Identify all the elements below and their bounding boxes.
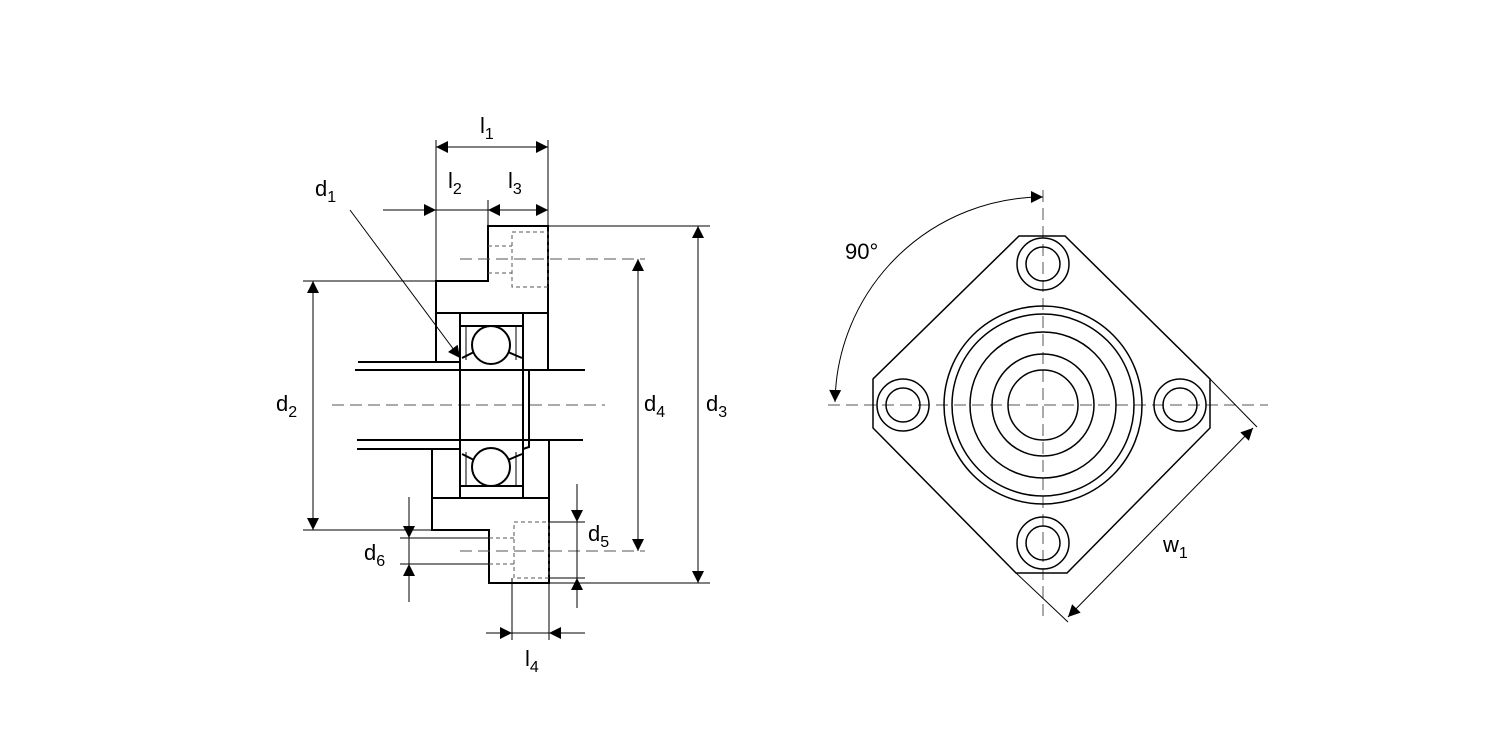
dimension-d1: d1: [315, 176, 461, 359]
raceway: [461, 351, 523, 359]
label-l3: l3: [508, 168, 522, 198]
dimension-d6: d6: [364, 497, 489, 602]
dimension-l2-l3: l2 l3: [383, 168, 548, 226]
bolt-hole-lower: [513, 521, 550, 579]
ball-upper: [471, 325, 511, 365]
label-l4: l4: [525, 646, 539, 676]
bolt-hole-upper: [511, 231, 549, 288]
label-d5: d5: [588, 521, 609, 551]
label-angle: 90°: [845, 239, 878, 264]
housing-lower: [431, 440, 550, 584]
dimension-d5: d5: [549, 484, 609, 608]
label-w1: w1: [1162, 532, 1188, 562]
dimension-w1: w1: [1015, 378, 1258, 623]
label-l1: l1: [480, 113, 494, 143]
dimension-l4: l4: [486, 578, 585, 676]
collar: [522, 369, 530, 450]
raceway: [461, 453, 523, 461]
label-d6: d6: [364, 540, 385, 570]
dimension-d2: d2: [276, 280, 436, 531]
ball-lower: [471, 447, 511, 487]
housing-upper: [435, 225, 549, 370]
dimension-d4: d4: [632, 259, 665, 551]
front-view: 90° w1: [828, 190, 1268, 623]
label-d3: d3: [706, 391, 727, 421]
label-d2: d2: [276, 391, 297, 421]
label-l2: l2: [448, 168, 462, 198]
section-view: l1 l2 l3 d1 d2 d4 d3: [276, 113, 727, 676]
dimension-angle: 90°: [829, 191, 1044, 403]
label-d1: d1: [315, 176, 336, 206]
label-d4: d4: [644, 391, 665, 421]
